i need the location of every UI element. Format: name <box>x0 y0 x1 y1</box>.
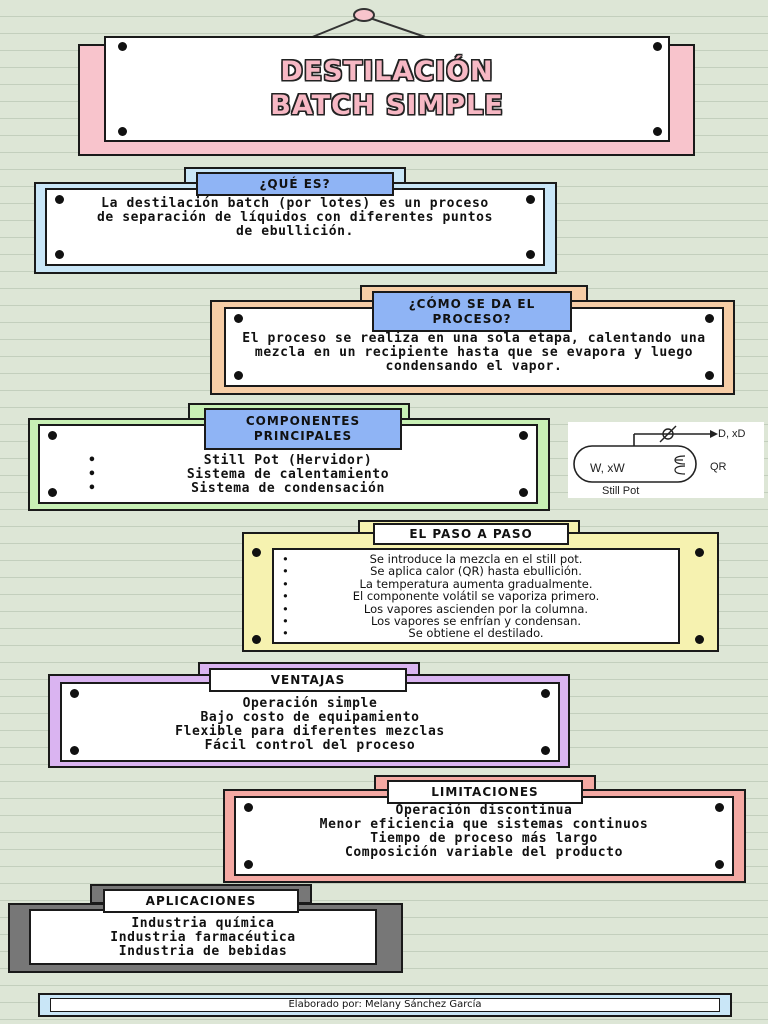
footer-bar: Elaborado por: Melany Sánchez García <box>38 993 732 1017</box>
list-item: Se aplica calor (QR) hasta ebullición. <box>274 565 678 578</box>
ventajas-panel: Operación simple Bajo costo de equipamie… <box>60 682 560 762</box>
title-card: DESTILACIÓN BATCH SIMPLE <box>104 36 670 142</box>
list-item: Tiempo de proceso más largo <box>370 831 598 846</box>
list-item: •Still Pot (Hervidor) <box>88 453 373 468</box>
list-item: •Sistema de calentamiento <box>88 467 390 482</box>
diagram-out-label: D, xD <box>718 428 746 440</box>
limitaciones-list: Operación discontinua Menor eficiencia q… <box>236 798 732 860</box>
list-item: Menor eficiencia que sistemas continuos <box>319 817 649 832</box>
diagram-caption: Still Pot <box>602 485 640 497</box>
list-item: •Sistema de condensación <box>88 481 385 496</box>
list-item: Industria de bebidas <box>118 944 288 959</box>
page-title-line2: BATCH SIMPLE <box>270 90 504 121</box>
que-es-label: ¿QUÉ ES? <box>196 172 394 196</box>
list-item: Operación simple <box>242 696 378 711</box>
como-label: ¿CÓMO SE DA EL PROCESO? <box>372 291 572 332</box>
list-item: Bajo costo de equipamiento <box>200 710 420 725</box>
list-item: La temperatura aumenta gradualmente. <box>274 577 678 590</box>
componentes-label-line1: COMPONENTES <box>245 414 361 428</box>
como-text: El proceso se realiza en una sola etapa,… <box>242 331 706 374</box>
paso-list: Se introduce la mezcla en el still pot. … <box>274 550 678 641</box>
diagram-pot-label: W, xW <box>590 461 625 475</box>
aplicaciones-label: APLICACIONES <box>103 889 299 913</box>
list-item: Flexible para diferentes mezclas <box>175 724 445 739</box>
ventajas-list: Operación simple Bajo costo de equipamie… <box>62 684 558 753</box>
paso-label: EL PASO A PASO <box>373 523 569 545</box>
list-item: Operación discontinua <box>395 803 573 818</box>
list-item: Industria química <box>131 916 275 931</box>
aplicaciones-list: Industria química Industria farmacéutica… <box>31 911 375 959</box>
ventajas-label: VENTAJAS <box>209 668 407 692</box>
como-label-line2: PROCESO? <box>432 311 512 326</box>
list-item: Composición variable del producto <box>344 845 624 860</box>
page-title-line1: DESTILACIÓN <box>280 56 494 87</box>
still-pot-diagram: D, xD W, xW QR Still Pot <box>568 422 764 498</box>
componentes-label-line2: PRINCIPALES <box>253 429 353 443</box>
como-label-line1: ¿CÓMO SE DA EL <box>408 296 536 311</box>
limitaciones-label: LIMITACIONES <box>387 780 583 804</box>
list-item: Fácil control del proceso <box>204 738 416 753</box>
list-item: Los vapores ascienden por la columna. <box>274 602 678 615</box>
list-item: Se obtiene el destilado. <box>274 627 678 640</box>
diagram-heat-label: QR <box>710 461 727 473</box>
footer-credit: Elaborado por: Melany Sánchez García <box>50 998 720 1012</box>
paso-panel: Se introduce la mezcla en el still pot. … <box>252 548 704 644</box>
list-item: El componente volátil se vaporiza primer… <box>274 590 678 603</box>
limitaciones-panel: Operación discontinua Menor eficiencia q… <box>234 796 734 876</box>
list-item: Se introduce la mezcla en el still pot. <box>274 553 678 566</box>
componentes-label: COMPONENTES PRINCIPALES <box>204 408 402 450</box>
aplicaciones-panel: Industria química Industria farmacéutica… <box>29 909 377 965</box>
que-es-panel: La destilación batch (por lotes) es un p… <box>45 188 545 266</box>
still-pot-icon <box>573 425 718 483</box>
list-item: Industria farmacéutica <box>110 930 296 945</box>
que-es-text: La destilación batch (por lotes) es un p… <box>96 196 494 239</box>
list-item: Los vapores se enfrían y condensan. <box>274 615 678 628</box>
